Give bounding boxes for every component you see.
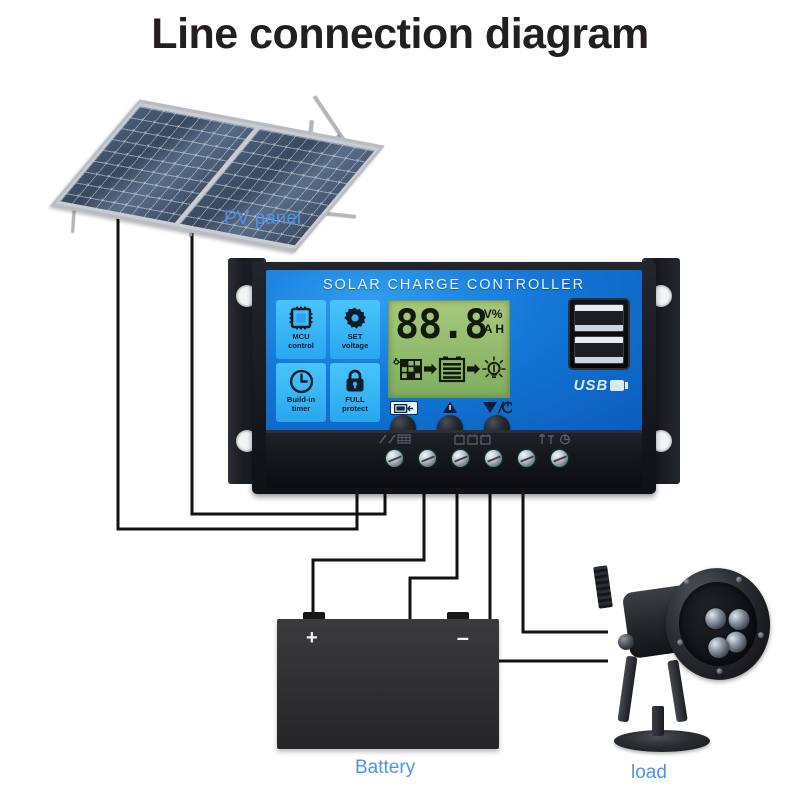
solar-charge-controller: SOLAR CHARGE CONTROLLER xyxy=(228,258,680,500)
battery-positive-sign: + xyxy=(306,627,318,649)
load-terminal-mark xyxy=(538,433,574,447)
gear-icon xyxy=(343,305,367,331)
triangle-up-icon xyxy=(437,401,463,413)
terminal-screw-1[interactable] xyxy=(386,450,403,467)
display-icon xyxy=(390,401,418,415)
solar-panel xyxy=(50,95,385,253)
battery-icon xyxy=(438,355,466,388)
load-label: load xyxy=(631,762,667,783)
chip-icon xyxy=(289,305,313,331)
lamp-adjust-knob xyxy=(618,634,634,650)
lightbulb-icon xyxy=(481,355,507,387)
battery-terminal-mark xyxy=(454,434,494,447)
lcd-unit-top: V% xyxy=(483,307,503,321)
usb-slot-bottom xyxy=(574,336,624,364)
controller-front-panel: SOLAR CHARGE CONTROLLER xyxy=(266,270,642,441)
lcd-flow-row xyxy=(393,351,507,391)
wire-pv-1 xyxy=(116,150,359,531)
lamp-stem xyxy=(652,706,664,736)
solar-panel-icon xyxy=(393,356,423,387)
bezel-screw-1 xyxy=(683,578,691,586)
usb-label: USB xyxy=(568,377,630,394)
led-floodlight xyxy=(593,556,778,752)
controller-body: SOLAR CHARGE CONTROLLER xyxy=(252,262,656,494)
pv-panel-label: PV panel xyxy=(224,208,302,229)
led-1 xyxy=(703,606,728,631)
bezel-screw-2 xyxy=(735,576,743,584)
lcd-display: 88.8 V% A H xyxy=(388,300,510,398)
usb-dual-port[interactable] xyxy=(568,298,630,370)
wire-load-1 xyxy=(488,489,608,663)
lcd-digits: 88.8 xyxy=(395,302,488,348)
triangle-down-power-icon xyxy=(482,400,512,414)
battery: + – xyxy=(277,612,499,749)
battery-body xyxy=(277,619,499,749)
wire-load-2 xyxy=(521,489,608,634)
battery-post-negative xyxy=(447,612,469,621)
lamp-lens xyxy=(673,576,763,672)
terminal-screw-3[interactable] xyxy=(452,450,469,467)
wire-pv-2 xyxy=(190,163,387,516)
terminal-screw-5[interactable] xyxy=(518,450,535,467)
lcd-units: V% A H xyxy=(484,307,504,337)
battery-negative-sign: – xyxy=(456,625,469,650)
battery-post-positive xyxy=(303,612,325,621)
lock-icon xyxy=(344,368,366,394)
battery-label: Battery xyxy=(355,757,416,778)
terminal-screw-2[interactable] xyxy=(419,450,436,467)
terminal-screw-6[interactable] xyxy=(551,450,568,467)
arrow-right-icon-2 xyxy=(467,362,480,380)
wire-bat-pos xyxy=(311,489,426,619)
bezel-screw-3 xyxy=(757,631,765,639)
lamp-yoke-left xyxy=(617,655,638,723)
wire-bat-neg xyxy=(408,489,459,619)
lamp-yoke-right xyxy=(667,659,688,723)
bezel-screw-5 xyxy=(716,667,723,675)
button-bar xyxy=(388,400,512,441)
led-2 xyxy=(727,607,751,632)
shelf-edge xyxy=(266,430,642,433)
pv-terminal-mark xyxy=(378,434,412,447)
lcd-unit-bottom: A H xyxy=(483,322,504,336)
arrow-right-icon-1 xyxy=(424,362,437,380)
usb-block: USB xyxy=(568,298,630,396)
usb-plug-icon xyxy=(610,380,629,391)
terminal-screw-4[interactable] xyxy=(485,450,502,467)
page-title: Line connection diagram xyxy=(151,10,649,58)
usb-slot-top xyxy=(574,304,624,332)
terminal-shelf xyxy=(266,430,642,488)
clock-icon xyxy=(289,368,314,394)
lamp-base xyxy=(614,730,710,752)
controller-brand-text: SOLAR CHARGE CONTROLLER xyxy=(322,277,586,293)
